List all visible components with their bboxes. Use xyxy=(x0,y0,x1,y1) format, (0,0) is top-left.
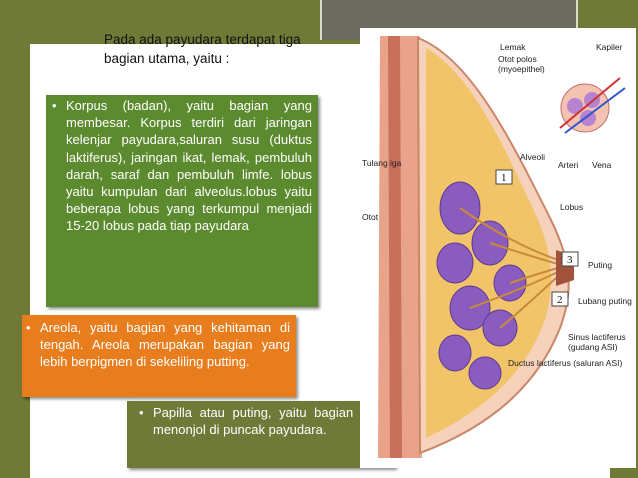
papilla-bullet: • xyxy=(139,405,144,420)
korpus-text: Korpus (badan), yaitu bagian yang membes… xyxy=(66,98,312,234)
label-kapiler: Kapiler xyxy=(596,42,623,52)
alveolus xyxy=(567,98,583,114)
lobule xyxy=(468,356,502,390)
marker-3-box xyxy=(561,251,579,267)
intro-line-2: bagian utama, yaitu : xyxy=(104,51,230,66)
marker-1-box xyxy=(495,169,513,185)
papilla-box: • Papilla atau puting, yaitu bagian yang… xyxy=(127,401,395,468)
label-vena: Vena xyxy=(592,160,612,170)
label-otot: Otot xyxy=(362,212,379,222)
label-lubang-puting: Lubang puting xyxy=(578,296,632,306)
lobule xyxy=(438,334,472,372)
label-myoepithel: (myoepithel) xyxy=(498,64,545,74)
label-puting: Puting xyxy=(588,260,612,270)
label-alveoli: Alveoli xyxy=(520,152,545,162)
label-otot-polos: Otot polos xyxy=(498,54,537,64)
label-arteri: Arteri xyxy=(558,160,578,170)
label-sinus-lactiferus: Sinus lactiferus xyxy=(568,332,626,342)
lobule xyxy=(436,242,474,284)
marker-2-box xyxy=(551,291,569,307)
intro-text: Pada ada payudara terdapat tiga bagian u… xyxy=(104,30,354,68)
duct xyxy=(469,271,559,309)
label-tulang-iga: Tulang iga xyxy=(362,158,402,168)
marker-1: 1 xyxy=(501,172,507,184)
areola-box: • Areola, yaitu bagian yang kehitaman di… xyxy=(22,315,296,397)
korpus-bullet: • xyxy=(52,98,57,113)
vein-line xyxy=(564,87,626,134)
korpus-box: • Korpus (badan), yaitu bagian yang memb… xyxy=(46,95,318,307)
intro-line-1: Pada ada payudara terdapat tiga xyxy=(104,32,301,47)
duct xyxy=(459,207,559,261)
ducts xyxy=(459,207,559,329)
areola-bullet: • xyxy=(26,320,31,335)
breast-anatomy-diagram: Lemak Otot polos (myoepithel) Kapiler Al… xyxy=(360,28,636,468)
papilla-text: Papilla atau puting, yaitu bagian yang m… xyxy=(153,405,389,438)
label-ductus: Ductus lactiferus (saluran ASI) xyxy=(508,358,622,368)
label-gudang-asi: (gudang ASI) xyxy=(568,342,618,352)
marker-2: 2 xyxy=(557,294,563,306)
areola-text: Areola, yaitu bagian yang kehitaman di t… xyxy=(40,320,290,370)
marker-3: 3 xyxy=(567,254,573,266)
artery-line xyxy=(559,77,621,129)
duct xyxy=(499,275,559,329)
label-lemak: Lemak xyxy=(500,42,526,52)
duct xyxy=(489,242,559,265)
duct xyxy=(509,267,559,284)
label-lobus: Lobus xyxy=(560,202,583,212)
rib-band xyxy=(388,36,402,458)
